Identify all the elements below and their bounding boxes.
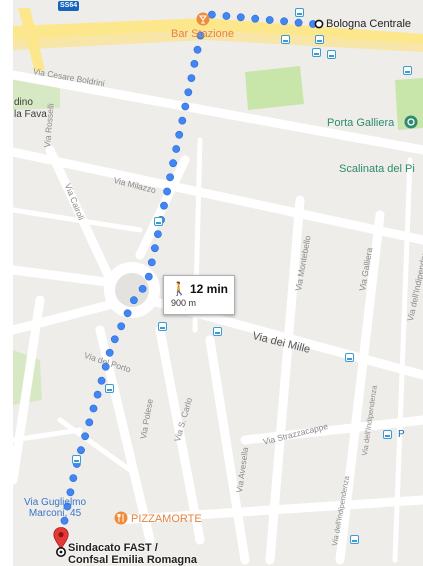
bus-stop-icon[interactable] — [350, 535, 359, 544]
route-dot — [81, 432, 89, 441]
route-dot — [236, 13, 245, 22]
place-label-dino-line2: la Fava — [14, 109, 47, 120]
route-dot — [172, 145, 181, 153]
route-dot — [166, 173, 174, 182]
address-line1: Via Guglielmo — [24, 497, 87, 508]
route-dot — [163, 187, 171, 196]
bus-stop-icon[interactable] — [105, 384, 114, 393]
bus-stop-icon[interactable] — [158, 322, 167, 331]
bus-stop-icon[interactable] — [383, 430, 392, 439]
origin-label[interactable]: Bologna Centrale — [326, 18, 412, 30]
route-dot — [117, 322, 126, 331]
bus-stop-icon[interactable] — [403, 66, 412, 75]
address-line2: Marconi, 45 — [28, 508, 82, 519]
route-dot — [93, 390, 102, 399]
route-dot — [193, 45, 202, 54]
poi-label-scalinata[interactable]: Scalinata del Pi — [339, 163, 415, 175]
route-dot — [153, 230, 162, 238]
route-dot — [63, 502, 72, 511]
place-label-dino-line1: dino — [14, 97, 33, 108]
destination-ring-icon — [56, 547, 66, 557]
route-dot — [175, 130, 184, 139]
route-dot — [251, 14, 260, 23]
route-dot — [147, 258, 156, 267]
bus-stop-icon[interactable] — [315, 35, 324, 44]
route-dot — [101, 362, 110, 371]
route-dot — [123, 309, 132, 318]
route-dot — [181, 102, 190, 111]
route-dot — [129, 296, 138, 305]
route-duration: 12 min — [190, 282, 229, 296]
destination-label-line1: Sindacato FAST / — [68, 542, 158, 554]
bus-stop-icon[interactable] — [72, 455, 81, 464]
route-info-card[interactable]: 🚶 12 min 900 m — [163, 275, 235, 315]
route-dot — [89, 404, 98, 413]
route-dot — [222, 12, 231, 20]
route-dot — [110, 335, 119, 344]
route-dot — [138, 284, 147, 293]
route-dot — [184, 88, 193, 97]
route-dot — [77, 446, 85, 455]
route-dot — [160, 201, 168, 210]
poi-label-porta-galliera[interactable]: Porta Galliera — [327, 117, 395, 129]
bus-stop-icon[interactable] — [213, 327, 222, 336]
route-dot — [66, 488, 75, 497]
destination-label[interactable]: Sindacato FAST / Confsal Emilia Romagna — [68, 542, 197, 566]
bus-stop-icon[interactable] — [312, 48, 321, 57]
route-distance: 900 m — [171, 298, 197, 308]
route-dot — [85, 418, 94, 427]
walking-icon: 🚶 — [171, 281, 188, 296]
landmark-icon[interactable] — [404, 115, 418, 129]
route-dot — [69, 474, 78, 482]
bus-stop-icon[interactable] — [327, 50, 336, 59]
route-dot — [187, 74, 196, 82]
route-dot — [150, 244, 159, 253]
poi-label-pizzamorte[interactable]: PIZZAMORTE — [131, 513, 202, 525]
restaurant-icon[interactable] — [114, 511, 128, 525]
bus-stop-icon[interactable] — [154, 217, 163, 226]
route-dot — [144, 272, 153, 281]
destination-label-line2: Confsal Emilia Romagna — [68, 554, 197, 566]
route-dot — [105, 348, 114, 357]
route-dot — [190, 60, 199, 68]
route-dot — [207, 10, 216, 19]
parking-label[interactable]: P — [398, 429, 405, 440]
origin-marker-icon[interactable] — [314, 19, 324, 29]
bus-stop-icon[interactable] — [281, 35, 290, 44]
bar-icon[interactable] — [196, 12, 210, 26]
poi-label-bar-stazione[interactable]: Bar Stazione — [171, 28, 234, 40]
route-dot — [169, 159, 177, 168]
route-dot — [196, 31, 205, 40]
address-label: Via Guglielmo Marconi, 45 — [24, 497, 86, 519]
highway-badge: SS64 — [58, 1, 80, 11]
bus-stop-icon[interactable] — [345, 353, 354, 362]
route-dot — [294, 18, 303, 27]
route-dot — [265, 16, 274, 24]
route-dot — [280, 17, 288, 26]
place-label-dino: dino la Fava — [14, 97, 47, 121]
route-dot — [97, 376, 106, 385]
route-dot — [60, 516, 69, 525]
route-dot — [178, 116, 187, 125]
bus-stop-icon[interactable] — [295, 8, 304, 17]
